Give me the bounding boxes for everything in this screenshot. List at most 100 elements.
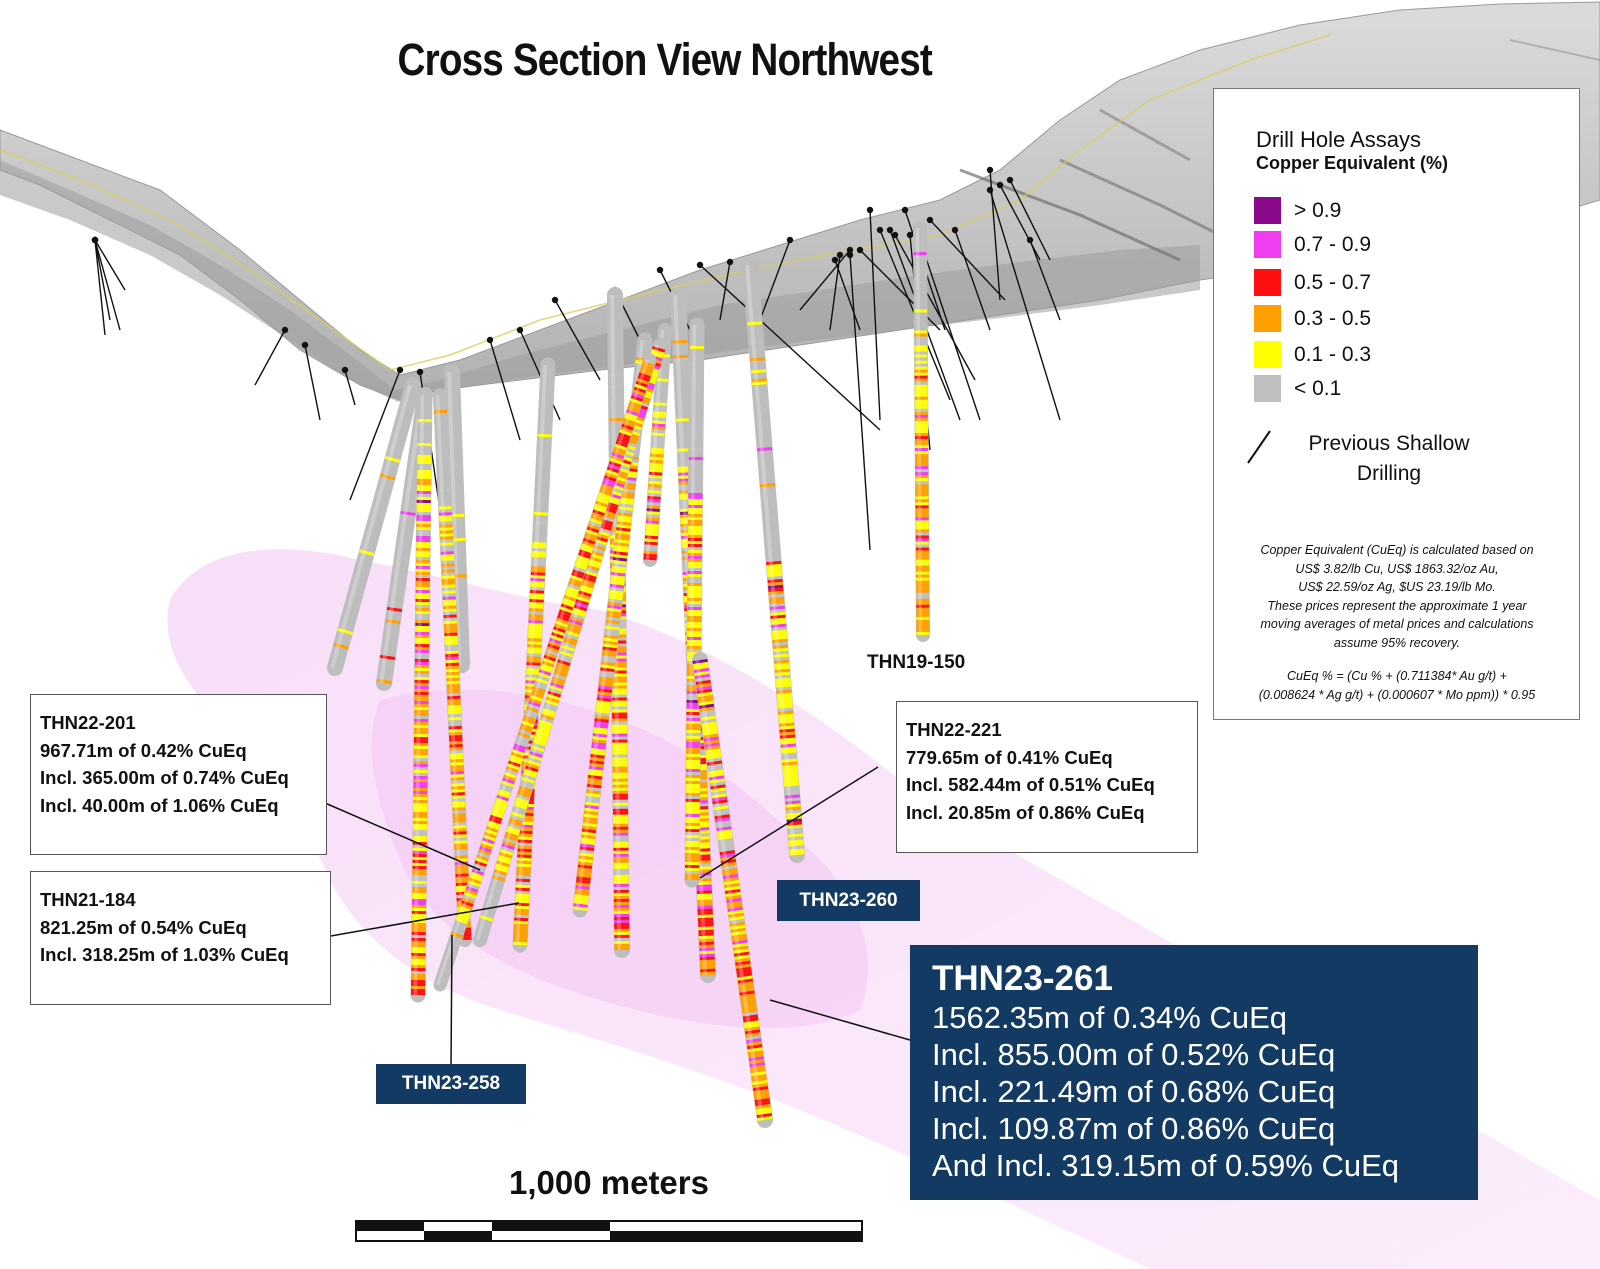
legend-item-label: 0.3 - 0.5 [1294,307,1372,330]
legend-previous-drilling-line2: Drilling [1356,462,1422,485]
leader-thn23-258 [450,934,453,1068]
collar-marker [516,326,524,334]
drill-hole [433,388,472,947]
legend-swatch [1254,231,1281,258]
collar-marker [301,341,309,349]
legend-swatch [1254,375,1281,402]
collar-marker [726,258,734,266]
shallow-drill-trace [349,369,401,501]
collar-marker [891,231,899,239]
shallow-drill-trace [894,234,976,381]
callout-line: Incl. 365.00m of 0.74% CuEq [40,767,289,788]
drill-hole [410,387,433,1003]
shallow-drill-trace [869,209,881,421]
shallow-drill-trace [344,369,356,406]
formula-line: (0.008624 * Ag g/t) + (0.000607 * Mo ppm… [1258,688,1536,702]
note-line: These prices represent the approximate 1… [1267,598,1527,613]
legend-swatch [1254,197,1281,224]
shallow-drill-trace [989,169,1001,301]
legend-subtitle: Copper Equivalent (%) [1256,153,1449,173]
note-line: US$ 22.59/oz Ag, $US 23.19/lb Mo. [1298,580,1496,594]
drill-hole [473,338,667,947]
note-line: assume 95% recovery. [1333,635,1461,650]
callout-line: Incl. 20.85m of 0.86% CuEq [906,801,1145,823]
note-line: US$ 3.82/lb Cu, US$ 1863.32/oz Au, [1295,561,1499,576]
shallow-drill-trace [94,239,126,291]
scale-bar [355,1220,863,1242]
collar-marker [396,366,404,374]
collar-marker [846,246,854,254]
collar-marker [836,251,844,259]
shallow-drill-trace [304,344,321,421]
shallow-drill-trace [989,189,1061,421]
legend-previous-drilling: Previous Shallow Drilling [1284,429,1494,489]
topo-contour-line [0,34,1331,371]
note-line: Copper Equivalent (CuEq) is calculated b… [1260,543,1534,557]
leader-thn22-201 [324,802,481,871]
shallow-drill-trace [829,254,841,331]
figure-title: Cross Section View Northwest [397,34,933,85]
callout-line: Incl. 318.25m of 1.03% CuEq [40,944,289,965]
collar-marker [901,206,909,214]
shallow-drill-trace [1029,239,1061,321]
shallow-drill-trace [954,229,991,331]
callout-hole-id: THN21-184 [40,889,136,910]
shallow-drill-trace [834,259,861,331]
legend-panel: Drill Hole Assays Copper Equivalent (%) … [1213,88,1580,720]
terrain-gully [1099,108,1191,162]
callout-thn23-261: THN23-261 1562.35m of 0.34% CuEq Incl. 8… [910,945,1478,1200]
shallow-drill-trace [254,329,286,386]
collar-marker [951,226,959,234]
collar-marker [876,226,884,234]
note-line: moving averages of metal prices and calc… [1260,617,1534,631]
shallow-drill-trace [719,261,731,321]
drill-hole [692,652,773,1128]
drill-hole [643,323,672,567]
callout-line: Incl. 109.87m of 0.86% CuEq [932,1111,1336,1146]
scale-bar-label: 1,000 meters [509,1164,709,1201]
leader-thn21-184 [324,902,520,938]
drill-hole [913,221,930,642]
shallow-drill-trace [554,299,601,381]
collar-marker [996,181,1004,189]
legend-item-label: 0.1 - 0.3 [1294,343,1372,366]
legend-swatch [1254,269,1281,296]
shallow-drill-trace [94,239,106,336]
callout-hole-id: THN23-261 [932,959,1113,998]
legend-item-label: 0.7 - 0.9 [1294,233,1372,256]
legend-item-label: < 0.1 [1294,377,1342,400]
collar-marker [1026,236,1034,244]
leader-thn22-221 [699,766,879,879]
shallow-drill-trace [929,219,1006,301]
callout-line: Incl. 582.44m of 0.51% CuEq [906,774,1155,795]
collar-marker [906,231,914,239]
terrain-gully [1059,158,1221,237]
drill-hole [742,257,805,863]
callout-hole-id: THN22-221 [906,719,1002,740]
collar-marker [656,266,664,274]
legend-item-label: > 0.9 [1294,199,1342,222]
collar-marker [486,336,494,344]
callout-thn22-201: THN22-201 967.71m of 0.42% CuEq Incl. 36… [30,694,327,855]
collar-marker [986,166,994,174]
shallow-drill-trace [759,239,791,321]
collar-marker [856,246,864,254]
drill-hole [327,377,421,676]
leader-lines [324,766,911,1068]
legend-item-label: 0.5 - 0.7 [1294,271,1372,294]
collar-marker [341,366,349,374]
drill-hole [684,317,705,888]
formula-line: CuEq % = (Cu % + (0.711384* Au g/t) + [1287,669,1507,683]
shallow-drill-trace [94,239,111,321]
legend-title: Drill Hole Assays [1256,127,1422,152]
terrain-gully [1509,39,1600,61]
drill-hole [444,364,470,673]
callout-line: 779.65m of 0.41% CuEq [906,746,1113,768]
collar-marker [866,206,874,214]
collar-marker [551,296,559,304]
shallow-drill-trace [849,254,871,551]
collar-marker [831,256,839,264]
label-thn19-150: THN19-150 [867,652,966,673]
collar-marker [1006,176,1014,184]
